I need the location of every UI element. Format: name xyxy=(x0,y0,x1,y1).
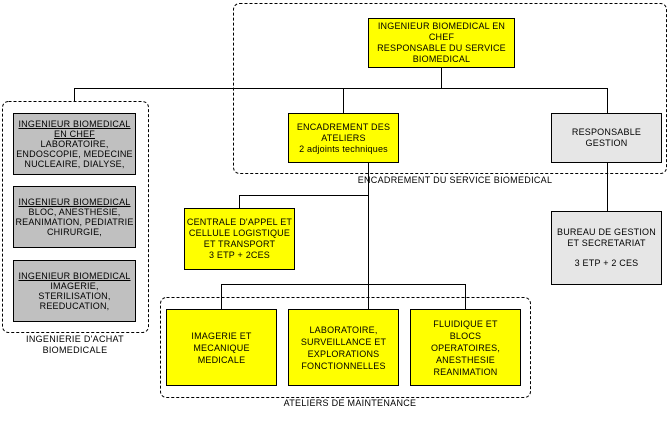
box-line: BIOMEDICAL xyxy=(412,54,471,64)
box-line: BLOCS xyxy=(449,330,482,341)
box-line: BUREAU DE GESTION xyxy=(557,227,656,237)
box-line: EXPLORATIONS xyxy=(307,348,380,359)
box-line: IMAGERIE ET xyxy=(191,330,252,341)
box-line: CENTRALE D'APPEL ET xyxy=(186,217,293,227)
box-line: GESTION xyxy=(585,138,628,148)
box-line: IMAGERIE, STERILISATION, xyxy=(38,281,111,301)
atelier-fluidique-box: FLUIDIQUE ET BLOCS OPERATOIRES, ANESTHES… xyxy=(410,309,521,386)
box-line: REANIMATION, PEDIATRIE xyxy=(15,217,134,227)
box-line: INGENIEUR BIOMEDICAL EN CHEF xyxy=(377,21,506,42)
box-title: INGENIEUR BIOMEDICAL xyxy=(18,197,131,207)
box-line: MEDICALE xyxy=(197,354,246,365)
ingenieur-bloc-box: INGENIEUR BIOMEDICAL BLOC, ANESTHESIE, R… xyxy=(13,186,136,248)
group-ingenierie-label-2: BIOMEDICALE xyxy=(42,345,108,355)
box-line: LABORATOIRE, xyxy=(309,324,378,335)
chief-engineer-box: INGENIEUR BIOMEDICAL EN CHEF RESPONSABLE… xyxy=(368,18,515,68)
box-line: REANIMATION xyxy=(433,366,498,377)
box-line: FONCTIONNELLES xyxy=(301,360,386,371)
box-line: OPERATOIRES, xyxy=(430,342,501,353)
box-line: CHIRURGIE, xyxy=(46,227,102,237)
box-title: INGENIEUR BIOMEDICAL xyxy=(18,271,131,281)
responsable-gestion-box: RESPONSABLE GESTION xyxy=(551,113,662,163)
box-line: ET TRANSPORT xyxy=(203,239,276,249)
box-line: REEDUCATION, xyxy=(39,301,110,311)
box-line: ET SECRETARIAT xyxy=(567,238,646,248)
box-line: ENDOSCOPIE, MEDECINE xyxy=(16,149,133,159)
box-line: 3 ETP + 2CES xyxy=(208,250,270,260)
box-line: RESPONSABLE xyxy=(571,127,642,137)
box-line: CELLULE LOGISTIQUE xyxy=(188,228,291,238)
group-encadrement-label: ENCADREMENT DU SERVICE BIOMEDICAL xyxy=(357,175,553,185)
box-line: ANESTHESIE xyxy=(435,354,495,365)
atelier-laboratoire-box: LABORATOIRE, SURVEILLANCE ET EXPLORATION… xyxy=(288,309,399,386)
box-line: MECANIQUE xyxy=(193,342,250,353)
box-line: ENCADREMENT DES xyxy=(296,121,391,132)
box-line: NUCLEAIRE, DIALYSE, xyxy=(24,159,125,169)
box-line: SURVEILLANCE ET xyxy=(300,336,387,347)
atelier-imagerie-box: IMAGERIE ET MECANIQUE MEDICALE xyxy=(166,309,277,386)
bureau-gestion-box: BUREAU DE GESTION ET SECRETARIAT 3 ETP +… xyxy=(551,211,662,285)
box-title: INGENIEUR BIOMEDICAL xyxy=(18,119,131,129)
encadrement-ateliers-box: ENCADREMENT DES ATELIERS 2 adjoints tech… xyxy=(288,113,399,163)
group-ateliers-label: ATELIERS DE MAINTENANCE xyxy=(283,398,417,408)
box-title: EN CHEF xyxy=(54,129,95,139)
box-line: ATELIERS xyxy=(321,132,366,143)
ingenieur-imagerie-box: INGENIEUR BIOMEDICAL IMAGERIE, STERILISA… xyxy=(13,260,136,322)
centrale-appel-box: CENTRALE D'APPEL ET CELLULE LOGISTIQUE E… xyxy=(184,208,295,270)
box-line: FLUIDIQUE ET xyxy=(433,318,498,329)
group-ingenierie-outline xyxy=(2,101,149,333)
box-line: BLOC, ANESTHESIE, xyxy=(28,207,121,217)
ingenieur-chef-box: INGENIEUR BIOMEDICAL EN CHEF LABORATOIRE… xyxy=(13,113,136,175)
box-line: LABORATOIRE, xyxy=(40,139,109,149)
box-line: 3 ETP + 2 CES xyxy=(574,258,639,268)
group-ingenierie-label-1: INGENIERIE D'ACHAT xyxy=(26,334,124,344)
box-line: 2 adjoints techniques xyxy=(299,143,388,154)
group-ateliers-outline xyxy=(160,297,531,398)
box-line: RESPONSABLE DU SERVICE xyxy=(377,43,506,53)
